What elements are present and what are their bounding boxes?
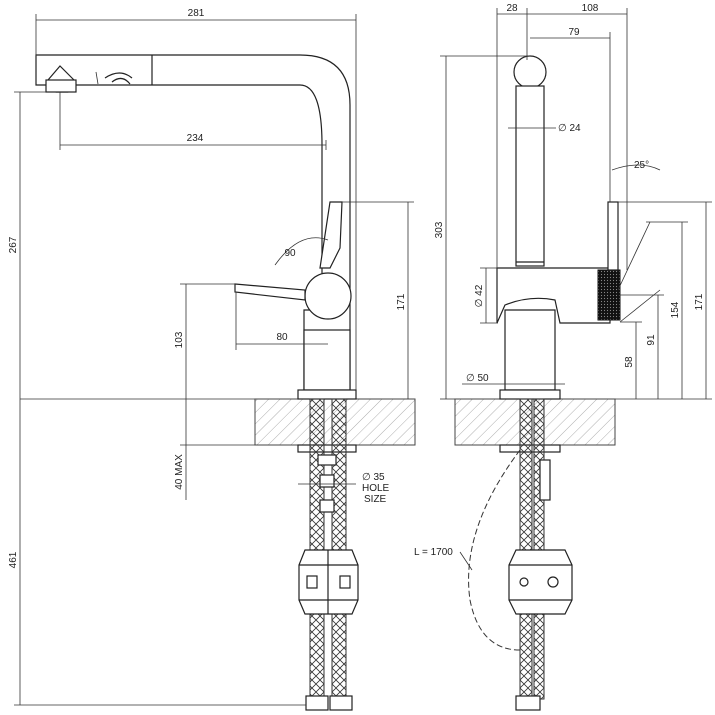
dim-58: 58 bbox=[624, 356, 635, 368]
dim-234: 234 bbox=[187, 133, 204, 144]
spout-head-right bbox=[513, 55, 547, 89]
left-view: 281 234 267 461 171 103 40 MAX 80 90 ∅ 3… bbox=[8, 8, 416, 711]
hose-left-b bbox=[331, 398, 347, 700]
right-view: 28 108 79 ∅ 24 25° 303 ∅ 42 ∅ 50 58 91 1… bbox=[414, 3, 712, 711]
hose-right-a bbox=[519, 398, 533, 700]
hole-label-line1: HOLE bbox=[362, 483, 390, 494]
dim-154: 154 bbox=[670, 301, 681, 318]
dim-103: 103 bbox=[174, 331, 185, 348]
dim-dia-42: ∅ 42 bbox=[474, 284, 485, 307]
lever-hub-left bbox=[304, 272, 352, 320]
hose-left-a bbox=[309, 398, 325, 700]
dim-79: 79 bbox=[568, 27, 580, 38]
valve-block-right bbox=[508, 549, 573, 615]
hole-label-line2: SIZE bbox=[364, 494, 387, 505]
dim-angle-90: 90 bbox=[284, 248, 296, 259]
spout-left bbox=[35, 54, 351, 391]
cartridge-left bbox=[319, 201, 343, 269]
body-left bbox=[303, 329, 351, 391]
dim-28: 28 bbox=[506, 3, 518, 14]
dim-461: 461 bbox=[8, 551, 19, 568]
hose-right-b bbox=[533, 398, 545, 700]
dim-303: 303 bbox=[434, 221, 445, 238]
dim-91: 91 bbox=[646, 334, 657, 346]
dim-80: 80 bbox=[276, 332, 288, 343]
dim-267: 267 bbox=[8, 236, 19, 253]
dim-angle-25: 25° bbox=[634, 160, 649, 171]
dim-dia-50: ∅ 50 bbox=[466, 373, 489, 384]
dim-dia-24: ∅ 24 bbox=[558, 123, 581, 134]
dim-281: 281 bbox=[188, 8, 205, 19]
knurled-knob bbox=[597, 269, 621, 321]
hose-length-label: L = 1700 bbox=[414, 547, 453, 558]
body-right bbox=[496, 267, 611, 324]
dim-40max: 40 MAX bbox=[174, 454, 185, 490]
hole-diameter: ∅ 35 bbox=[362, 472, 385, 483]
dim-171-left: 171 bbox=[396, 293, 407, 310]
dim-171-right: 171 bbox=[694, 293, 705, 310]
lever-left bbox=[234, 283, 306, 301]
spout-stem-right bbox=[515, 85, 545, 267]
pull-out-hose bbox=[468, 449, 521, 651]
dim-108: 108 bbox=[582, 3, 599, 14]
